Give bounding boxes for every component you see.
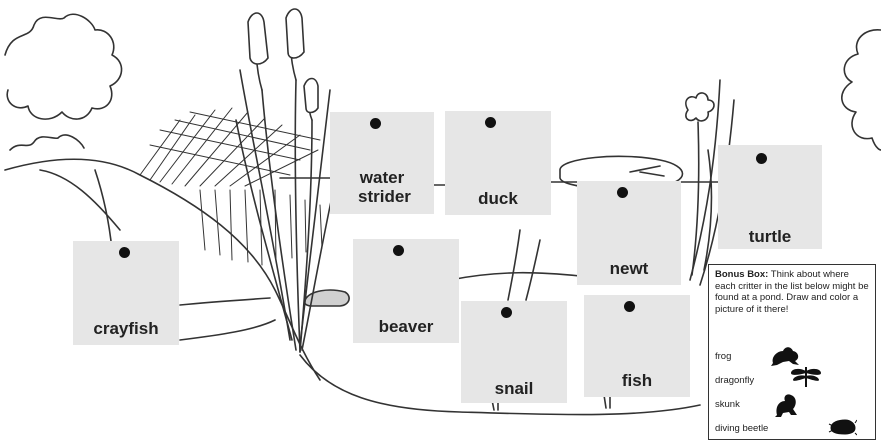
label-beaver: beaver xyxy=(353,317,459,336)
pin-dot xyxy=(624,301,635,312)
label-card-water-strider[interactable]: water strider xyxy=(330,112,434,214)
bonus-box-title: Bonus Box: xyxy=(715,269,768,280)
flower-icon xyxy=(686,93,714,121)
label-card-duck[interactable]: duck xyxy=(445,111,551,215)
pin-dot xyxy=(393,245,404,256)
pin-dot xyxy=(370,118,381,129)
bonus-box-instructions: Bonus Box: Think about where each critte… xyxy=(715,269,869,315)
label-fish: fish xyxy=(584,371,690,390)
critter-frog: frog xyxy=(715,351,731,363)
pin-dot xyxy=(617,187,628,198)
label-duck: duck xyxy=(445,189,551,208)
bonus-box: Bonus Box: Think about where each critte… xyxy=(708,264,876,440)
label-card-beaver[interactable]: beaver xyxy=(353,239,459,343)
label-crayfish: crayfish xyxy=(73,319,179,338)
right-tree-icon xyxy=(842,30,881,150)
label-card-crayfish[interactable]: crayfish xyxy=(73,241,179,345)
label-card-turtle[interactable]: turtle xyxy=(718,145,822,249)
pin-dot xyxy=(501,307,512,318)
label-card-newt[interactable]: newt xyxy=(577,181,681,285)
frog-icon xyxy=(769,343,801,367)
dragonfly-icon xyxy=(789,365,823,389)
pin-dot xyxy=(756,153,767,164)
critter-diving-beetle: diving beetle xyxy=(715,423,768,435)
critter-skunk: skunk xyxy=(715,399,740,411)
label-card-fish[interactable]: fish xyxy=(584,295,690,397)
label-newt: newt xyxy=(577,259,681,278)
pin-dot xyxy=(119,247,130,258)
label-snail: snail xyxy=(461,379,567,398)
pin-dot xyxy=(485,117,496,128)
critter-dragonfly: dragonfly xyxy=(715,375,754,387)
label-card-snail[interactable]: snail xyxy=(461,301,567,403)
label-water-strider: water strider xyxy=(330,168,434,206)
label-turtle: turtle xyxy=(718,227,822,246)
skunk-icon xyxy=(771,393,801,419)
diving-beetle-icon xyxy=(827,418,857,436)
left-tree-icon xyxy=(5,14,122,119)
